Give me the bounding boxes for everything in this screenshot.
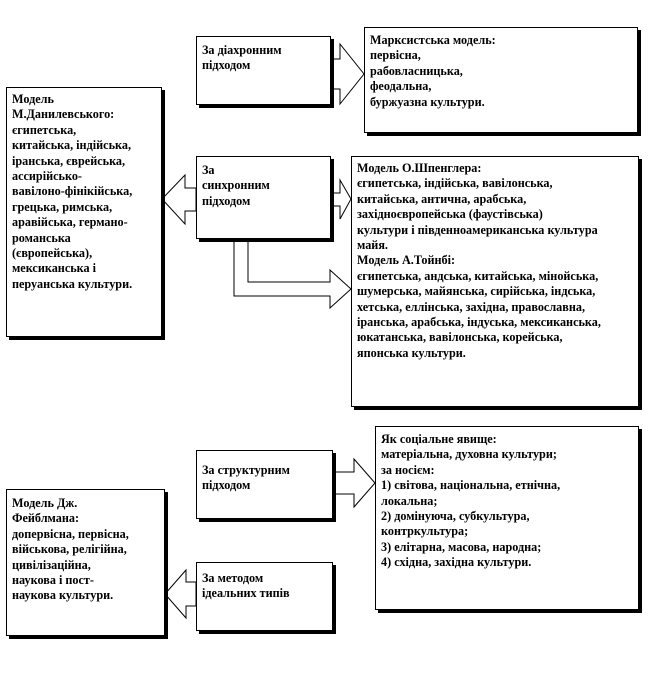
- ideal-types-method-box: За методом ідеальних типів: [196, 562, 333, 631]
- structural-approach-box: За структурним підходом: [196, 450, 333, 519]
- feibleman-line-1: допервісна, первісна,: [12, 526, 129, 541]
- danilevsky-line-4: ассирійсько-: [12, 169, 82, 184]
- arrow-diachronic-to-marxist: [329, 42, 365, 106]
- synchronic-label-1: За: [202, 163, 215, 177]
- marxist-line-2: рабовласницька,: [370, 63, 463, 78]
- danilevsky-line-7: аравійська, германо-: [12, 215, 128, 230]
- social-line-6: контркультура;: [381, 524, 469, 539]
- social-line-7: 3) елітарна, масова, народна;: [381, 539, 542, 554]
- spengler-title: Модель О.Шпенглера:: [357, 161, 482, 175]
- spengler-line-3: західноєвропейська (фаустівська): [357, 207, 543, 222]
- marxist-line-3: феодальна,: [370, 79, 432, 94]
- toynbee-line-1: єгипетська, андська, китайська, мінойськ…: [357, 268, 599, 283]
- diachronic-approach-box: За діахронним підходом: [196, 36, 331, 105]
- spengler-toynbee-models-box: Модель О.Шпенглера: єгипетська, індійськ…: [351, 156, 639, 407]
- danilevsky-title-2: М.Данилевського:: [12, 107, 115, 122]
- feibleman-line-3: цивілізаційна,: [12, 557, 91, 572]
- social-line-5: 2) домінуюча, субкультура,: [381, 509, 530, 524]
- danilevsky-line-5: вавілоно-фінікійська,: [12, 184, 133, 199]
- danilevsky-line-10: мексиканська і: [12, 261, 97, 276]
- danilevsky-line-8: романська: [12, 230, 71, 245]
- feibleman-model-box: Модель Дж. Фейблмана: допервісна, первіс…: [6, 489, 165, 636]
- synchronic-label-2: синхронним: [202, 178, 270, 193]
- toynbee-line-2: шумерська, майянська, сирійська, індська…: [357, 284, 596, 299]
- toynbee-line-3: хетська, еллінська, західна, православна…: [357, 299, 586, 314]
- synchronic-label-3: підходом: [202, 193, 251, 208]
- ideal-types-label-1: За методом: [202, 571, 264, 585]
- spengler-line-5: майя.: [357, 238, 388, 253]
- arrow-synchronic-to-spengler: [329, 178, 352, 220]
- feibleman-line-5: наукова культури.: [12, 588, 114, 603]
- arrow-synchronic-to-danilevsky: [161, 173, 197, 226]
- danilevsky-line-11: перуанська культури.: [12, 276, 133, 291]
- toynbee-title: Модель А.Тойнбі:: [357, 253, 456, 268]
- marxist-line-4: буржуазна культури.: [370, 94, 485, 109]
- danilevsky-line-9: (європейська),: [12, 246, 93, 261]
- toynbee-line-6: японська культури.: [357, 345, 466, 360]
- social-line-8: 4) східна, західна культури.: [381, 555, 532, 570]
- arrow-ideal-to-feibleman: [164, 568, 197, 620]
- synchronic-approach-box: За синхронним підходом: [196, 156, 331, 239]
- social-line-1: матеріальна, духовна культури;: [381, 447, 557, 462]
- marxist-line-1: первісна,: [370, 48, 421, 63]
- toynbee-line-5: юкатанська, вавілонська, корейська,: [357, 330, 563, 345]
- danilevsky-line-3: іранська, єврейська,: [12, 153, 126, 168]
- marxist-title: Марксистська модель:: [370, 33, 496, 47]
- spengler-line-1: єгипетська, індійська, вавілонська,: [357, 176, 553, 191]
- diachronic-label-1: За діахронним: [202, 43, 282, 57]
- arrow-structural-to-social: [331, 457, 376, 509]
- danilevsky-line-6: грецька, римська,: [12, 199, 113, 214]
- structural-label-1: За структурним: [202, 463, 290, 477]
- diachronic-label-2: підходом: [202, 58, 251, 73]
- feibleman-line-4: наукова і пост-: [12, 573, 94, 588]
- danilevsky-line-1: єгипетська,: [12, 122, 77, 137]
- social-line-4: локальна;: [381, 493, 438, 508]
- danilevsky-model-box: Модель М.Данилевського: єгипетська, кита…: [6, 87, 162, 337]
- marxist-model-box: Марксистська модель: первісна, рабовласн…: [364, 27, 638, 133]
- structural-label-2: підходом: [202, 478, 251, 493]
- feibleman-title-2: Фейблмана:: [12, 511, 80, 526]
- feibleman-line-2: військова, релігійна,: [12, 542, 127, 557]
- toynbee-line-4: іранська, арабська, індуська, мексикансь…: [357, 315, 601, 330]
- ideal-types-label-2: ідеальних типів: [202, 586, 290, 601]
- danilevsky-line-2: китайська, індійська,: [12, 138, 131, 153]
- spengler-line-2: китайська, антична, арабська,: [357, 191, 527, 206]
- arrow-synchronic-to-toynbee: [233, 237, 352, 310]
- social-line-3: 1) світова, національна, етнічна,: [381, 478, 561, 493]
- feibleman-title-1: Модель Дж.: [12, 496, 78, 510]
- social-phenomenon-box: Як соціальне явище: матеріальна, духовна…: [375, 426, 639, 610]
- social-title: Як соціальне явище:: [381, 432, 497, 446]
- social-line-2: за носієм:: [381, 462, 435, 477]
- spengler-line-4: культури і південноамериканська культура: [357, 222, 598, 237]
- danilevsky-title-1: Модель: [12, 92, 54, 106]
